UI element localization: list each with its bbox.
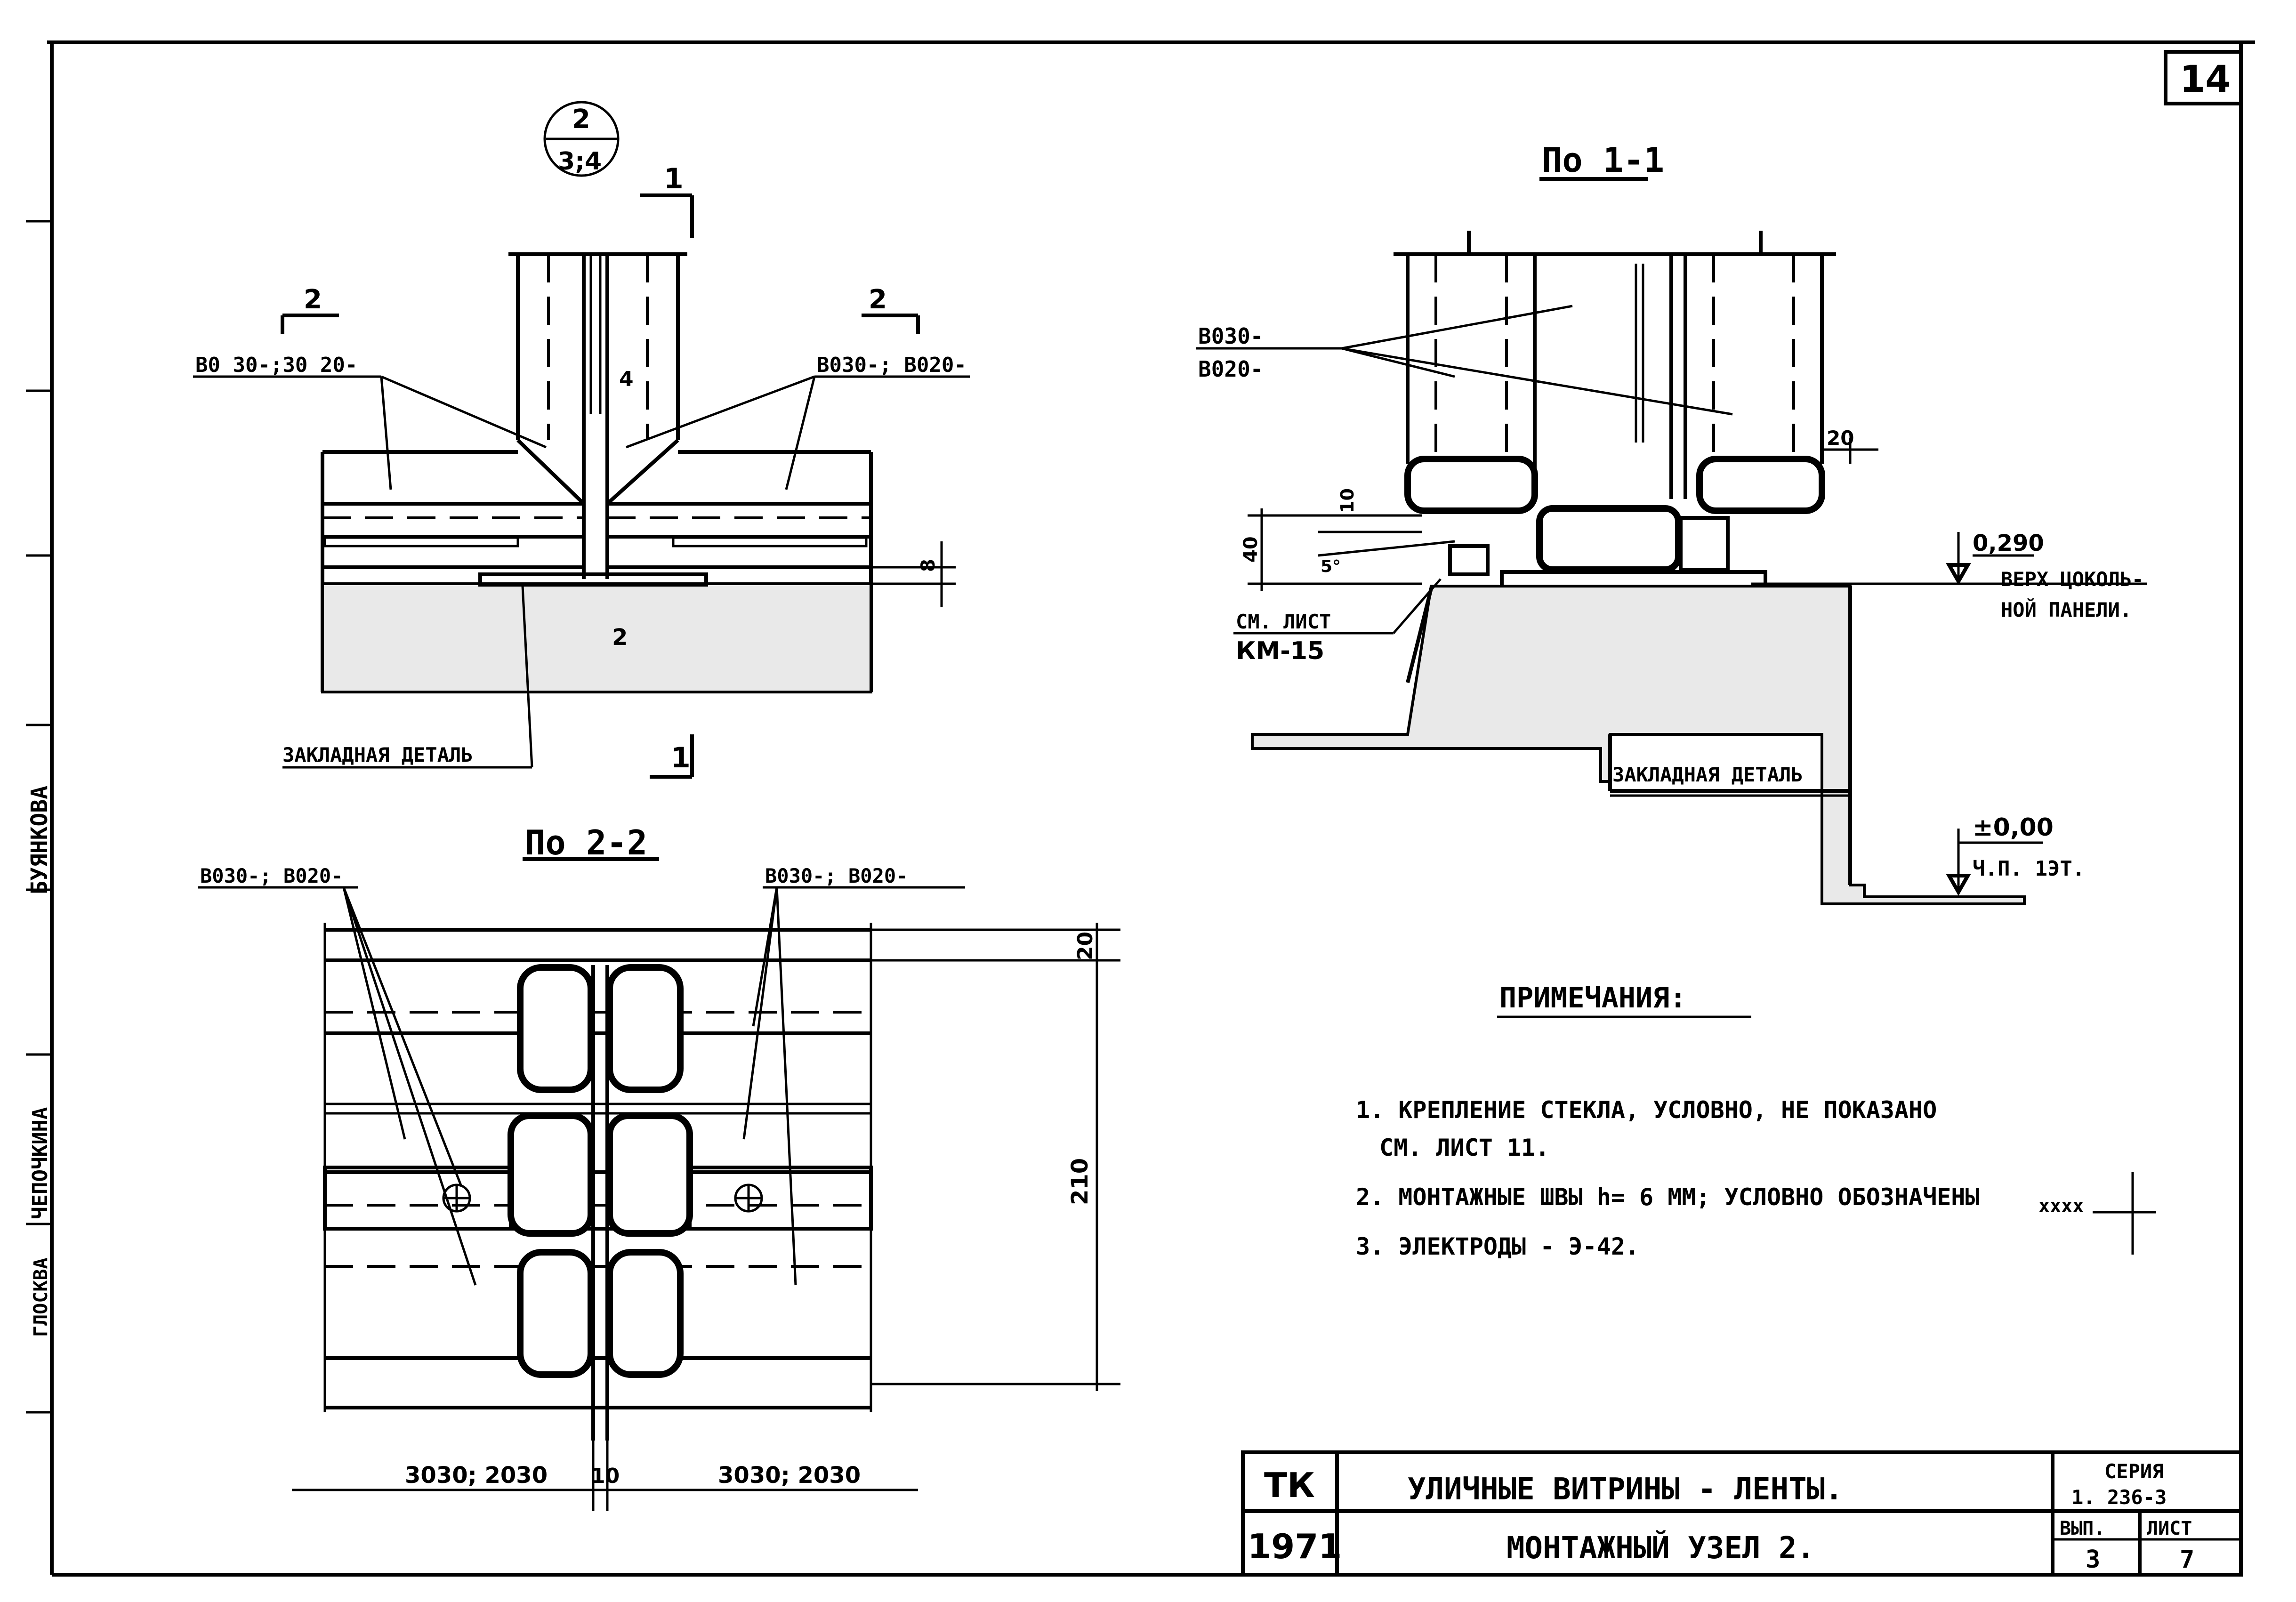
- view-1-1: [1196, 177, 2147, 905]
- view-2-2-dim-20: 20: [1073, 932, 1097, 960]
- notes: [1497, 1015, 2156, 1255]
- note-1-line-2: СМ. ЛИСТ 11.: [1379, 1134, 1549, 1161]
- view-1-1-level-2-note: Ч.П. 1ЭТ.: [1973, 857, 2085, 881]
- section-mark-1-top: 1: [664, 162, 684, 195]
- label-profiles-right: В030-; В020-: [817, 353, 967, 377]
- view-2-2: [198, 857, 1120, 1511]
- view-1-1-angle: 5°: [1321, 557, 1341, 576]
- note-3: 3. ЭЛЕКТРОДЫ - Э-42.: [1356, 1233, 1639, 1260]
- view-1-1-level-1-note-2: НОЙ ПАНЕЛИ.: [2001, 598, 2132, 621]
- view-1-1-embed-label: ЗАКЛАДНАЯ ДЕТАЛЬ: [1612, 763, 1803, 786]
- view-2-2-label-right: В030-; В020-: [765, 864, 908, 887]
- title-block-tk: ТК: [1264, 1465, 1315, 1505]
- title-block-issue-value: 3: [2086, 1546, 2100, 1574]
- view-1-1-see-sheet-2: КМ-15: [1236, 637, 1324, 665]
- title-block-title-1: УЛИЧНЫЕ ВИТРИНЫ - ЛЕНТЫ.: [1408, 1472, 1843, 1507]
- note-1-line-1: 1. КРЕПЛЕНИЕ СТЕКЛА, УСЛОВНО, НЕ ПОКАЗАН…: [1356, 1096, 1937, 1124]
- view-2-2-dim-bottom-left: 3030; 2030: [405, 1462, 548, 1489]
- section-mark-1-bottom: 1: [671, 741, 691, 774]
- side-stamp-name-3: ГЛОСКВА: [30, 1257, 52, 1337]
- view-1-1-level-1: 0,290: [1973, 530, 2044, 556]
- title-block-series-label: СЕРИЯ: [2104, 1460, 2164, 1483]
- view-1-1-dim-40: 40: [1240, 536, 1262, 563]
- embed-label-left: ЗАКЛАДНАЯ ДЕТАЛЬ: [282, 743, 473, 766]
- view-2-2-dim-bottom-right: 3030; 2030: [718, 1462, 861, 1489]
- side-stamp: [26, 220, 52, 1414]
- view-2-2-dim-bottom-mid: 10: [591, 1464, 620, 1488]
- title-block-sheet-label: ЛИСТ: [2147, 1518, 2192, 1539]
- view-1-1-label-top-1: В030-: [1198, 323, 1263, 349]
- node-mark-top: 2: [572, 104, 590, 135]
- side-stamp-name-2: ЧЕПОЧКИНА: [28, 1107, 52, 1219]
- view-1-1-see-sheet-1: СМ. ЛИСТ: [1236, 610, 1331, 633]
- view-1-1-label-top-2: В020-: [1198, 356, 1263, 382]
- section-mark-2-right: 2: [869, 284, 887, 315]
- title-block: [1241, 1450, 2243, 1577]
- node-mark-bottom: 3;4: [558, 147, 602, 176]
- view-2-2-dim-210: 210: [1067, 1158, 1093, 1205]
- title-block-year: 1971: [1248, 1527, 1342, 1566]
- view-1-1-dim-20: 20: [1827, 427, 1854, 450]
- view-1-1-level-1-note-1: ВЕРХ ЦОКОЛЬ-: [2001, 568, 2143, 591]
- view-top-left: [193, 101, 970, 779]
- label-profiles-left: В0 30-;30 20-: [195, 353, 357, 377]
- title-block-series-value: 1. 236-3: [2071, 1486, 2167, 1509]
- dim-2: 2: [612, 624, 628, 651]
- title-block-issue-label: ВЫП.: [2060, 1518, 2105, 1539]
- view-1-1-dim-10: 10: [1337, 488, 1358, 513]
- dim-8: 8: [918, 559, 939, 572]
- view-1-1-level-2: ±0,00: [1973, 813, 2054, 842]
- note-2: 2. МОНТАЖНЫЕ ШВЫ h= 6 ММ; УСЛОВНО ОБОЗНА…: [1356, 1183, 1980, 1211]
- section-mark-2-left: 2: [304, 284, 322, 315]
- title-block-title-2: МОНТАЖНЫЙ УЗЕЛ 2.: [1506, 1530, 1815, 1566]
- side-stamp-name-1: БУЯНКОВА: [26, 786, 53, 894]
- sheet-number: 14: [2180, 58, 2231, 101]
- dim-4: 4: [619, 367, 634, 391]
- title-block-sheet-value: 7: [2180, 1546, 2194, 1574]
- notes-heading: ПРИМЕЧАНИЯ:: [1499, 982, 1686, 1014]
- note-2-weld-symbol: xxxx: [2038, 1195, 2084, 1217]
- view-2-2-title: По 2-2: [525, 823, 647, 862]
- sheet-frame: [47, 40, 2255, 1577]
- view-2-2-label-left: В030-; В020-: [200, 864, 343, 887]
- view-1-1-title: По 1-1: [1542, 140, 1664, 180]
